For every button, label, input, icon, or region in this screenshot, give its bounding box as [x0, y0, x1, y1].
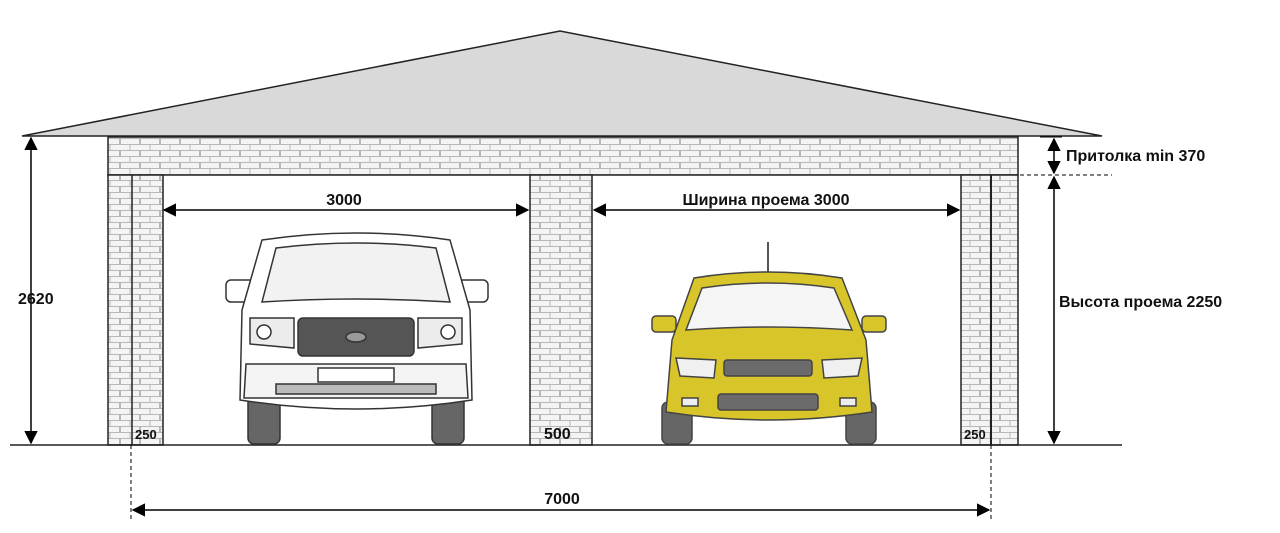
right-gate-width-label: Ширина проема 3000 [683, 192, 850, 209]
left-gate-width-label: 3000 [326, 192, 362, 209]
center-pillar-label: 500 [544, 426, 571, 443]
roof [21, 30, 1103, 137]
opening-height-label: Высота проема 2250 [1059, 294, 1222, 311]
sedan-front-icon [651, 242, 887, 445]
total-height-label: 2620 [18, 291, 54, 308]
center-pillar [529, 174, 593, 446]
right-pillar-label: 250 [964, 427, 986, 442]
left-pillar-label: 250 [135, 427, 157, 442]
suv-front-icon [225, 232, 489, 445]
left-pillar [107, 174, 164, 446]
right-pillar [960, 174, 1019, 446]
lintel-beam [107, 136, 1019, 176]
lintel-label: Притолка min 370 [1066, 148, 1205, 165]
total-width-label: 7000 [544, 491, 580, 508]
